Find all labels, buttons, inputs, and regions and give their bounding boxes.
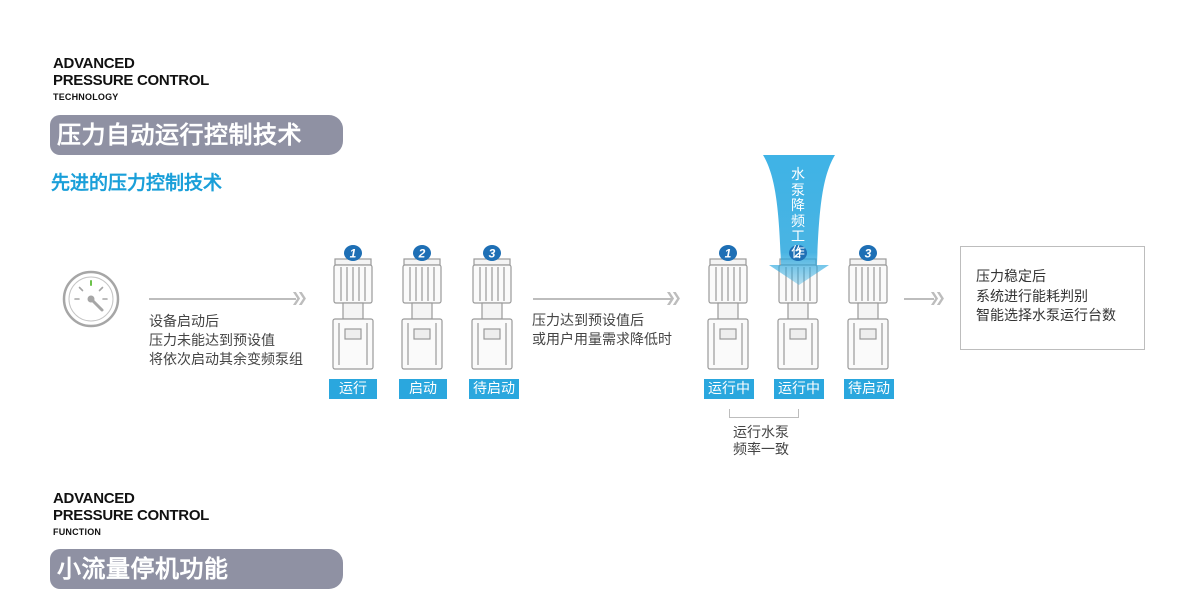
- down-funnel-arrow-icon: [763, 155, 835, 285]
- desc-line: 或用户用量需求降低时: [532, 332, 672, 348]
- double-chevron-right-icon: ❯❯: [665, 291, 682, 306]
- en-line-2: PRESSURE CONTROL: [53, 72, 210, 89]
- flow-arrow-line: [533, 298, 673, 300]
- desc-line: 设备启动后: [149, 314, 219, 330]
- pump-number: 3: [489, 247, 496, 261]
- section-title: 小流量停机功能: [50, 549, 343, 589]
- pump-status-label: 运行中: [704, 379, 754, 399]
- pump-status-label: 待启动: [844, 379, 894, 399]
- result-line: 系统进行能耗判别: [976, 288, 1088, 305]
- section-en-heading: ADVANCED PRESSURE CONTROL FUNCTION: [53, 490, 209, 541]
- pump-2-number-badge: 2: [789, 245, 807, 261]
- section-title: 压力自动运行控制技术: [50, 115, 343, 155]
- double-chevron-right-icon: ❯❯: [929, 291, 946, 306]
- desc-line: 压力未能达到预设值: [149, 333, 275, 349]
- flow-arrow-line: [149, 298, 296, 300]
- pump-status-label: 运行中: [774, 379, 824, 399]
- funnel-text: 水泵降频工作: [791, 167, 805, 261]
- pump-3-icon: 3: [847, 245, 889, 370]
- result-box: 压力稳定后 系统进行能耗判别 智能选择水泵运行台数: [960, 246, 1145, 350]
- note-line: 频率一致: [733, 442, 789, 458]
- pump-status-label: 待启动: [469, 379, 519, 399]
- flow-arrow-line: [904, 298, 934, 300]
- en-line-1: ADVANCED: [53, 490, 135, 507]
- pump-number: 1: [725, 247, 732, 261]
- note-line: 运行水泵: [733, 425, 789, 441]
- pressure-gauge-icon: [62, 270, 120, 328]
- bracket-note: 运行水泵 频率一致: [733, 425, 789, 459]
- en-line-2: PRESSURE CONTROL: [53, 507, 210, 524]
- desc-line: 压力达到预设值后: [532, 313, 644, 329]
- section-en-heading: ADVANCED PRESSURE CONTROL TECHNOLOGY: [53, 55, 209, 106]
- bracket: [729, 409, 799, 418]
- description-pressure-reached: 压力达到预设值后 或用户用量需求降低时: [532, 312, 672, 350]
- result-line: 智能选择水泵运行台数: [976, 308, 1116, 324]
- pump-1-icon: 1: [332, 245, 374, 370]
- pump-number: 2: [794, 247, 802, 261]
- description-startup: 设备启动后 压力未能达到预设值 将依次启动其余变频泵组: [149, 313, 303, 370]
- en-line-3: FUNCTION: [53, 527, 102, 537]
- en-line-1: ADVANCED: [53, 55, 135, 72]
- pump-number: 2: [418, 247, 426, 261]
- pump-status-label: 运行: [329, 379, 377, 399]
- section-subtitle: 先进的压力控制技术: [51, 172, 223, 194]
- double-chevron-right-icon: ❯❯: [291, 291, 308, 306]
- pump-1-icon: 1: [707, 245, 749, 370]
- pump-2-icon: 2: [401, 245, 443, 370]
- en-line-3: TECHNOLOGY: [53, 92, 119, 102]
- pump-3-icon: 3: [471, 245, 513, 370]
- pump-number: 3: [865, 247, 872, 261]
- pump-number: 1: [350, 247, 357, 261]
- result-line: 压力稳定后: [976, 269, 1046, 285]
- pump-status-label: 启动: [399, 379, 447, 399]
- desc-line: 将依次启动其余变频泵组: [149, 352, 303, 368]
